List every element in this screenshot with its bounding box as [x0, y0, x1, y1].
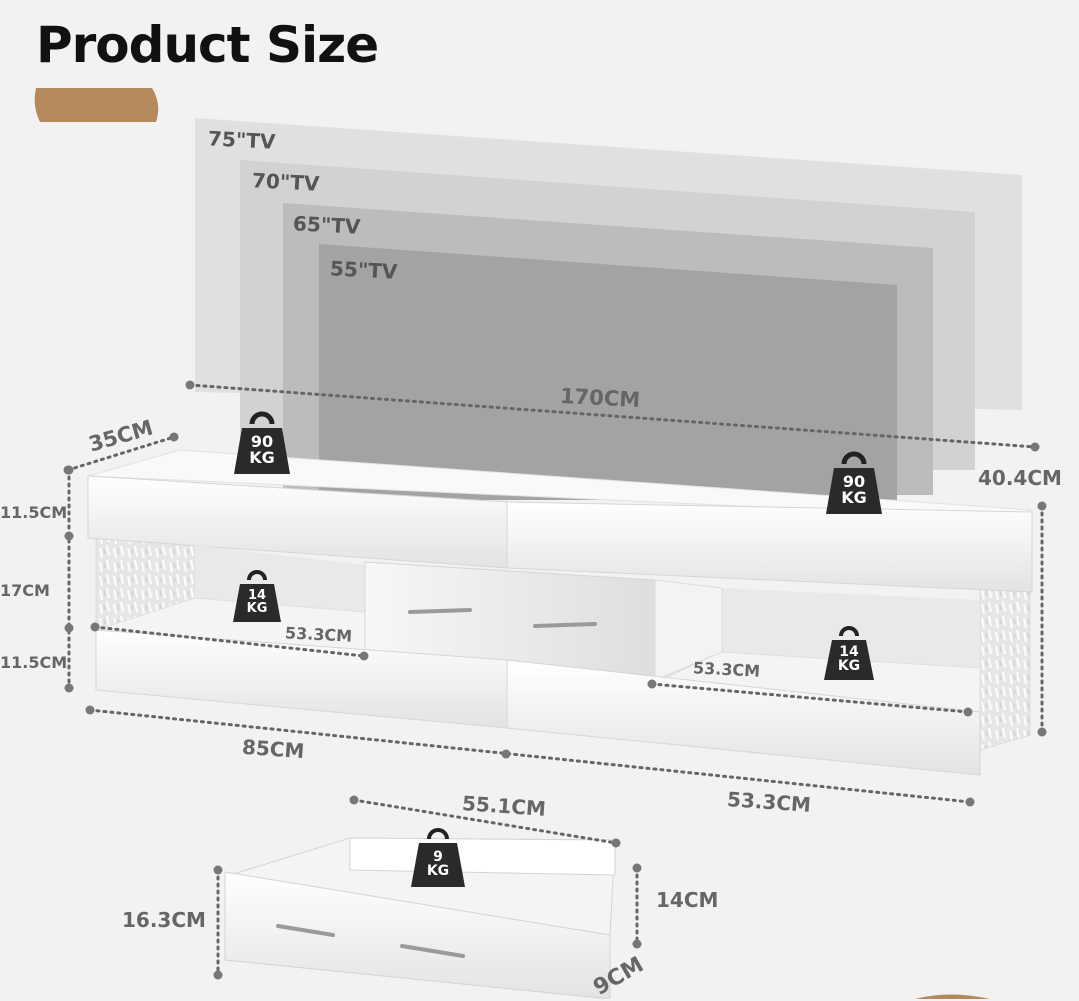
tv-55-outline: [319, 244, 897, 500]
middle-section-height-label: 17CM: [0, 581, 50, 600]
weight-label-shelf-left: 14 KG: [246, 588, 268, 616]
page-title: Product Size: [36, 16, 379, 74]
drawer-back: [349, 837, 616, 876]
left-shelf-label: 53.3CM: [284, 623, 353, 646]
width-170-dimension-line: [188, 383, 1037, 449]
lower-drawer-right: [506, 659, 981, 776]
tv-65-label: 65"TV: [292, 211, 361, 239]
acrylic-panel-right: [979, 574, 1031, 751]
drawer-front-height-label: 16.3CM: [122, 908, 206, 932]
left-shelf-dimension-line: [93, 625, 366, 658]
tv-size-outlines: [195, 118, 1022, 500]
top-section-height-label: 11.5CM: [0, 503, 68, 522]
total-height-label: 40.4CM: [978, 466, 1062, 490]
weight-icon: [233, 570, 281, 622]
accent-brush-shape: [34, 88, 159, 122]
depth-dimension-line: [66, 435, 176, 472]
weight-label-top-right: 90 KG: [841, 472, 867, 507]
weight-icon: [824, 626, 874, 680]
middle-divider-block: [654, 579, 723, 681]
weight-label-shelf-right: 14 KG: [837, 644, 861, 674]
weight-icon: [826, 451, 882, 514]
left-width-label: 85CM: [241, 734, 306, 764]
tv-75-label: 75"TV: [207, 126, 276, 154]
stand-top-surface: [87, 449, 1033, 519]
bottom-section-height-label: 11.5CM: [0, 653, 68, 672]
weight-label-top-left: 90 KG: [249, 432, 275, 467]
weight-icon: [234, 411, 290, 474]
right-shelf-label: 53.3CM: [692, 658, 761, 681]
tv-70-label: 70"TV: [251, 168, 320, 196]
tv-stand: [87, 449, 1033, 776]
bottom-width-dimension-line: [88, 708, 972, 804]
total-width-label: 170CM: [559, 383, 641, 413]
drawer-front: [224, 871, 611, 999]
weight-label-drawer: 9 KG: [426, 849, 450, 879]
accent-corner-shape: [915, 994, 990, 999]
drawer-side-height-label: 14CM: [656, 888, 719, 912]
tv-55-label: 55"TV: [329, 256, 398, 284]
weight-icon: [411, 828, 465, 887]
drawer-width-dimension-line: [352, 798, 618, 845]
